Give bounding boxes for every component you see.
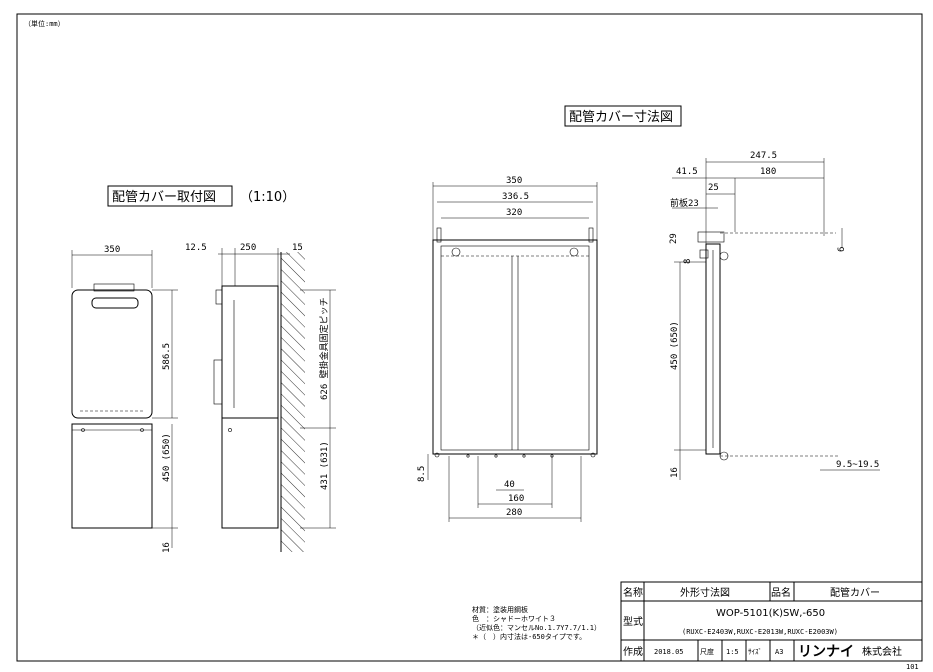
dim-unit-height: 586.5 xyxy=(162,343,172,370)
dim-front-width: 350 xyxy=(104,245,120,255)
dim-bottom-gap: 16 xyxy=(162,542,172,553)
dim-hole-pitch: 40 xyxy=(504,480,515,490)
left-view-scale: （1:10） xyxy=(240,190,295,205)
side-pipe-cover xyxy=(221,417,279,529)
tb-scale-value: 1:5 xyxy=(726,648,739,656)
right-view-title: 配管カバー寸法図 xyxy=(569,110,673,125)
left-title-box xyxy=(107,185,233,207)
dim-side-depth: 250 xyxy=(240,243,256,253)
tb-product-label: 品名 xyxy=(771,586,791,599)
dim-bottom-width: 280 xyxy=(506,508,522,518)
dim-pitch: 626 壁掛金具固定ピッチ xyxy=(318,297,330,400)
dim-offset: 41.5 xyxy=(676,167,698,177)
tb-product-value: 配管カバー xyxy=(830,586,880,599)
dim-bottom: 8.5 xyxy=(417,466,427,482)
tb-name-value: 外形寸法図 xyxy=(680,586,730,599)
dim-flange: 25 xyxy=(708,183,719,193)
heater-body xyxy=(71,289,153,419)
heater-vent xyxy=(91,297,139,309)
dim-mid: 336.5 xyxy=(502,192,529,202)
note-color: 色 ：シャドーホワイト３ xyxy=(472,614,556,623)
dim-overall: 247.5 xyxy=(750,151,777,161)
side-cover-body xyxy=(705,243,721,455)
tb-size-value: A3 xyxy=(775,648,783,656)
dim-lower-height: 431 (631) xyxy=(320,441,330,490)
dim-range: 9.5~19.5 xyxy=(836,460,879,470)
dim-top-8: 8 xyxy=(683,259,693,264)
tb-model-label: 型式 xyxy=(623,615,643,628)
tb-name-label: 名称 xyxy=(623,586,643,599)
unit-note: （単位:mm） xyxy=(24,19,65,28)
dim-right-6: 6 xyxy=(837,247,847,252)
dim-side-bottom: 16 xyxy=(670,467,680,478)
tb-scale-label: 尺度 xyxy=(700,647,714,656)
left-view: 配管カバー取付図 （1:10） 350 586.5 450 (650) xyxy=(71,185,336,553)
title-block: 名称 外形寸法図 品名 配管カバー 型式 WOP-5101(K)SW,-650 … xyxy=(620,581,923,662)
sheet-border xyxy=(16,13,923,662)
dim-outer: 350 xyxy=(506,176,522,186)
wall-section xyxy=(281,252,305,552)
dim-side-gap: 12.5 xyxy=(185,243,207,253)
dim-wall-gap: 15 xyxy=(292,243,303,253)
tb-size-label: ｻｲｽﾞ xyxy=(748,648,762,656)
right-title-box xyxy=(564,105,682,127)
cover-front-view: 350 336.5 320 8.5 40 160 280 xyxy=(417,176,598,522)
dim-front-plate: 前板23 xyxy=(670,197,699,209)
right-view: 配管カバー寸法図 350 336.5 320 xyxy=(417,105,880,522)
front-elevation: 350 586.5 450 (650) 16 xyxy=(71,245,178,553)
left-view-title: 配管カバー取付図 xyxy=(112,190,216,205)
heater-top-fitting xyxy=(93,283,135,292)
note-paren: ＊（ ）内寸法は-650タイプです。 xyxy=(472,632,586,641)
cover-outer xyxy=(432,239,598,455)
note-material: 材質：塗装用鋼板 xyxy=(472,605,528,614)
tb-company: 株式会社 xyxy=(862,645,902,658)
tb-brand-logo: リンナイ xyxy=(798,644,854,660)
tb-made-label: 作成 xyxy=(623,646,643,658)
side-heater xyxy=(221,285,279,419)
material-notes: 材質：塗装用鋼板 色 ：シャドーホワイト３ （近似色：マンセルNo.1.7Y7.… xyxy=(472,605,601,641)
cover-side-view: 247.5 41.5 180 25 前板23 29 8 6 450 (650) … xyxy=(669,151,880,480)
tb-made-value: 2018.05 xyxy=(654,648,684,656)
dim-side-height: 450 (650) xyxy=(670,321,680,370)
dim-cover-height: 450 (650) xyxy=(162,433,172,482)
tb-model-sub: (RUXC-E2403W,RUXC-E2013W,RUXC-E2003W) xyxy=(682,628,838,636)
note-munsell: （近似色：マンセルNo.1.7Y7.7/1.1） xyxy=(472,623,601,632)
page-number: 101 xyxy=(906,663,919,671)
dim-depth: 180 xyxy=(760,167,776,177)
cover-inner xyxy=(440,245,590,451)
front-pipe-cover xyxy=(71,423,153,529)
tb-model-value: WOP-5101(K)SW,-650 xyxy=(716,608,825,619)
dim-hole-span: 160 xyxy=(508,494,524,504)
dim-top-29: 29 xyxy=(669,233,679,244)
dim-inner: 320 xyxy=(506,208,522,218)
side-elevation: 12.5 250 15 626 壁掛金具固定ピッチ 431 (631) xyxy=(185,243,336,552)
